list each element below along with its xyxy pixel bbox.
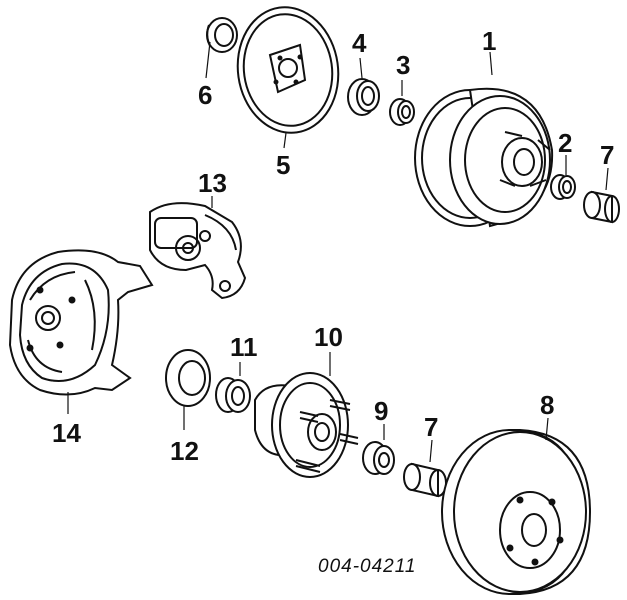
part-3-nut xyxy=(389,80,415,126)
part-10-hub xyxy=(254,352,359,478)
callout-7-lower: 7 xyxy=(424,412,438,442)
part-13-caliper xyxy=(149,196,247,300)
callout-3: 3 xyxy=(396,50,410,80)
callout-8: 8 xyxy=(540,390,554,420)
callout-labels: 1 2 3 4 5 6 7 7 8 9 10 11 12 13 14 xyxy=(52,26,614,466)
part-6-seal xyxy=(205,17,238,79)
callout-6: 6 xyxy=(198,80,212,110)
callout-5: 5 xyxy=(276,150,290,180)
callout-13: 13 xyxy=(198,168,227,198)
part-12-seal xyxy=(165,349,211,430)
diagram-code: 004-04211 xyxy=(318,556,416,577)
part-9-bearing xyxy=(362,424,395,475)
callout-14: 14 xyxy=(52,418,81,448)
part-4-bearing xyxy=(347,57,380,116)
part-11-bearing xyxy=(215,362,251,413)
callout-2: 2 xyxy=(558,128,572,158)
part-8-brake-rotor xyxy=(441,417,592,595)
callout-7-upper: 7 xyxy=(600,140,614,170)
callout-1: 1 xyxy=(482,26,496,56)
callout-10: 10 xyxy=(314,322,343,352)
part-2-bearing xyxy=(550,155,576,200)
part-1-brake-drum xyxy=(414,51,554,228)
callout-4: 4 xyxy=(352,28,367,58)
callout-12: 12 xyxy=(170,436,199,466)
part-7-dust-cap-upper xyxy=(583,167,620,224)
part-5-drum-plate xyxy=(236,6,340,149)
part-14-backing-plate xyxy=(8,249,154,414)
part-7-dust-cap-lower xyxy=(403,439,447,498)
callout-9: 9 xyxy=(374,396,388,426)
callout-11: 11 xyxy=(230,332,258,362)
